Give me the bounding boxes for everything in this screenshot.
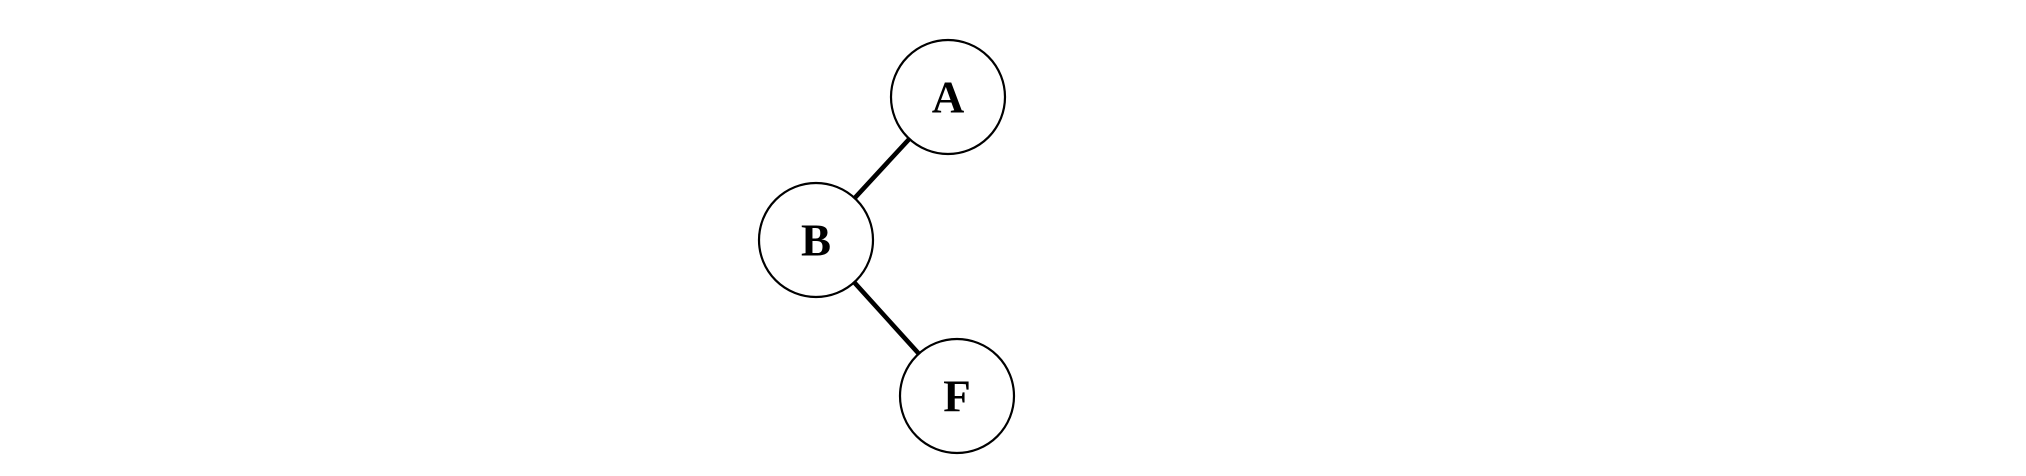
- node-label: B: [801, 215, 831, 265]
- graph-node-A: A: [889, 38, 1007, 156]
- node-circle: [889, 38, 1007, 156]
- node-circle: [898, 337, 1016, 455]
- graph-node-B: B: [757, 181, 875, 299]
- graph-edge-B-F: [852, 280, 921, 356]
- node-label: F: [943, 371, 971, 421]
- graph-node-F: F: [898, 337, 1016, 455]
- graph-edge-A-B: [853, 137, 911, 200]
- edges-layer: [852, 137, 921, 356]
- node-circle: [757, 181, 875, 299]
- node-label: A: [932, 72, 965, 122]
- nodes-layer: A B F: [757, 38, 1016, 455]
